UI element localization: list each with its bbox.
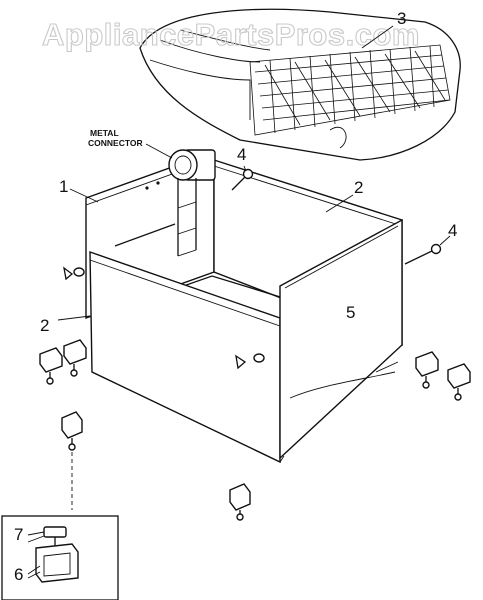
filter-pad xyxy=(139,8,461,161)
callout-leaders xyxy=(27,25,451,579)
bolt-right xyxy=(404,243,442,265)
clamp-left-2 xyxy=(63,339,87,377)
wing-nut-left xyxy=(63,266,85,281)
clamp-bottom-center xyxy=(229,483,251,521)
callout-1: 1 xyxy=(59,177,68,196)
clamp-bottom-left xyxy=(61,411,83,510)
clamp-right-1 xyxy=(415,351,439,389)
callout-4-right: 4 xyxy=(448,221,457,240)
watermark-text: AppliancePartsPros.com xyxy=(42,17,420,52)
callout-3: 3 xyxy=(397,9,406,28)
callout-2-left: 2 xyxy=(40,316,49,335)
callout-2-right: 2 xyxy=(354,178,363,197)
connector-label-line2: CONNECTOR xyxy=(88,138,143,148)
callout-4-top: 4 xyxy=(237,145,246,164)
callout-6: 6 xyxy=(14,565,23,584)
connector-leader xyxy=(145,143,173,159)
bolt-top xyxy=(231,168,254,191)
pad-mesh xyxy=(249,44,451,136)
clamp-left-1 xyxy=(39,347,63,385)
callout-5: 5 xyxy=(346,303,355,322)
callout-7: 7 xyxy=(14,525,23,544)
wing-nut-right xyxy=(235,353,265,370)
metal-connector xyxy=(168,149,216,257)
left-front-panel xyxy=(89,251,285,464)
clamp-right-2 xyxy=(447,363,471,401)
front-panel xyxy=(279,218,403,460)
connector-label-line1: METAL xyxy=(90,128,119,138)
